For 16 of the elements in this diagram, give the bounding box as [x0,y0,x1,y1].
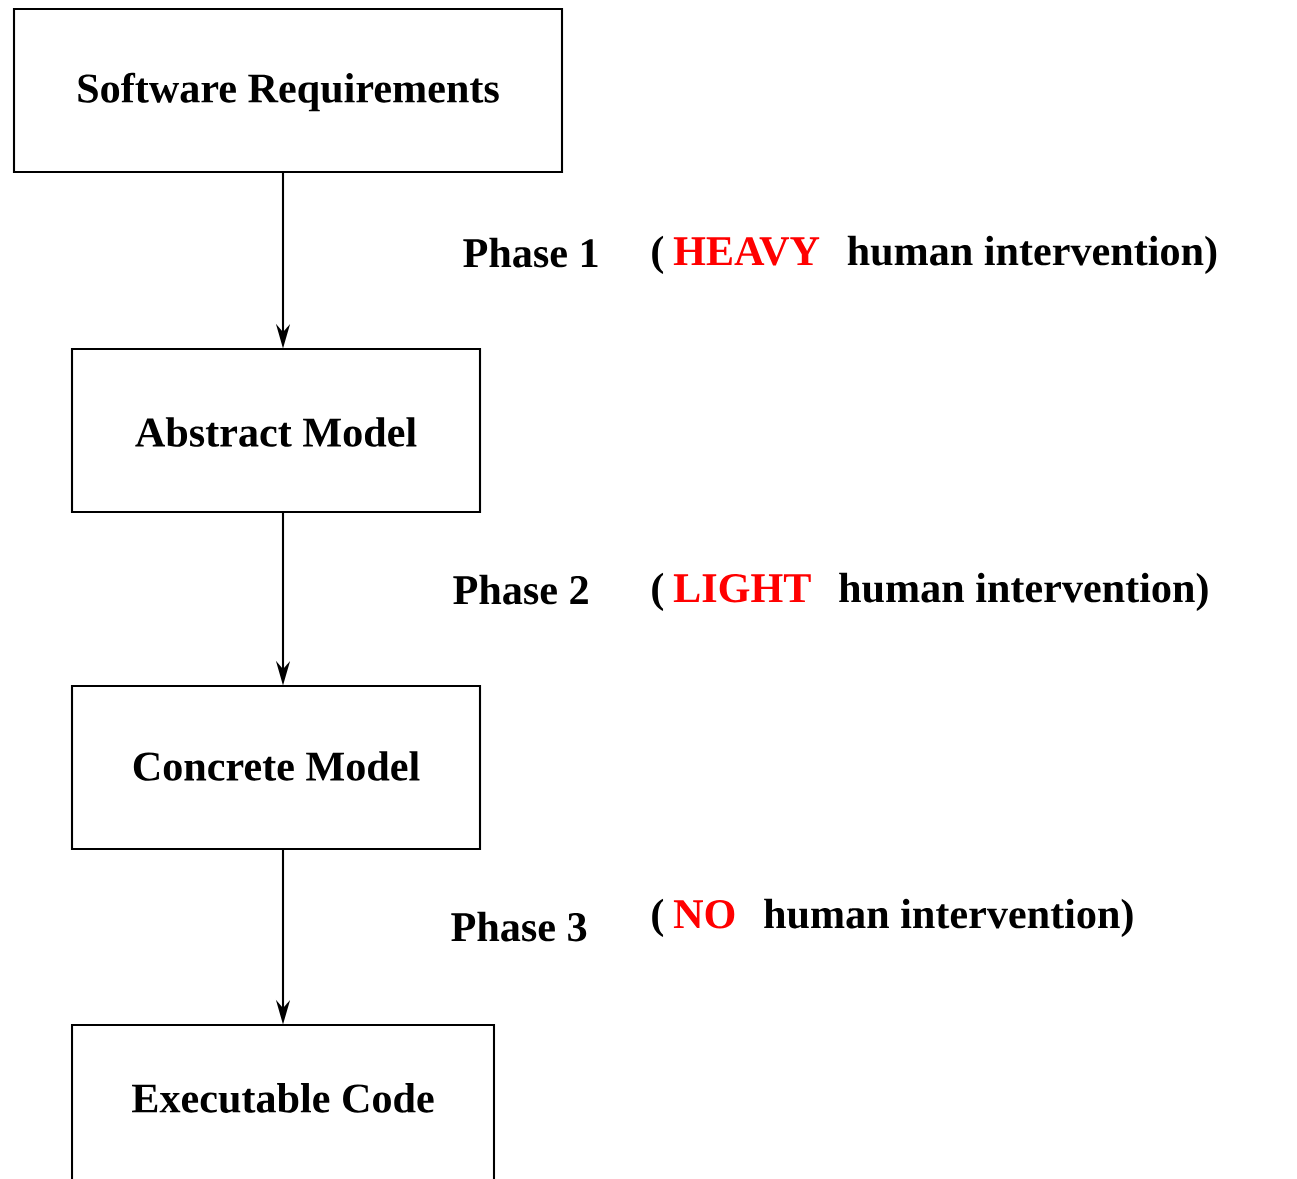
edge-label: Phase 3 [451,911,587,942]
note-text: human intervention) [839,572,1208,611]
note-text: NO [673,900,735,929]
note-text: ( [652,235,664,274]
note-text: ( [652,572,664,611]
edge-label: Phase 2 [453,574,588,605]
edge-label: Phase 1 [463,237,598,268]
process-box: Executable Code [70,1023,496,1179]
note-text: ( [652,898,664,937]
process-box: Abstract Model [70,347,482,514]
note-text: HEAVY [673,237,820,266]
process-box: Concrete Model [70,684,482,851]
note-text: human intervention) [764,898,1133,937]
note-text: LIGHT [673,574,811,603]
process-box: Software Requirements [12,7,564,174]
note-text: human intervention) [847,235,1217,274]
